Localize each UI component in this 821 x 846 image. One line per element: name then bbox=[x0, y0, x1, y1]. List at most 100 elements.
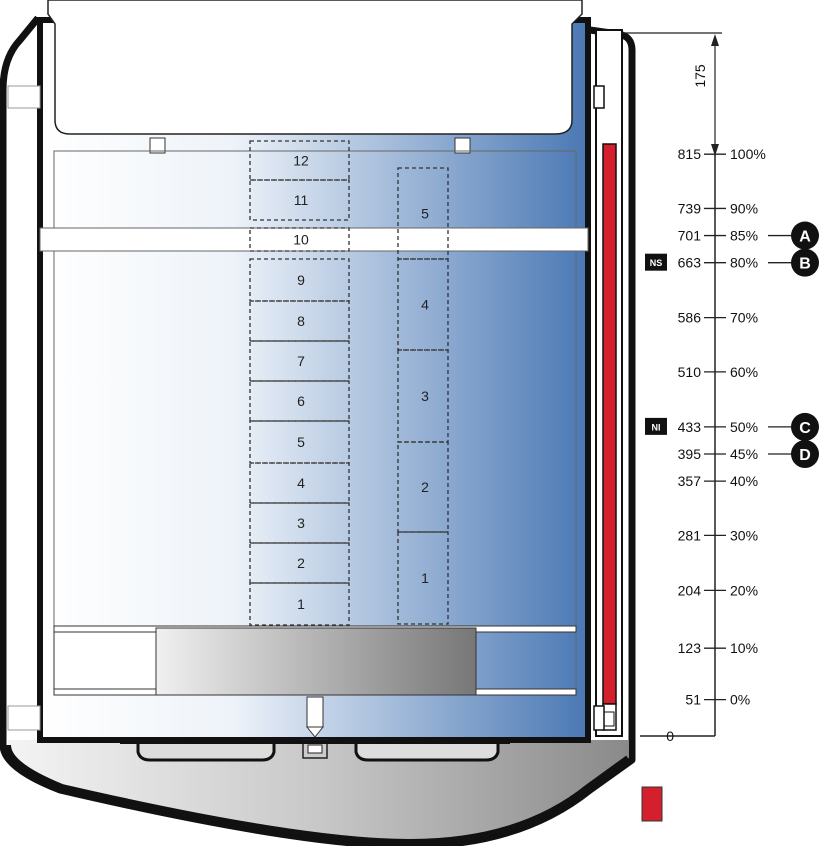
scale-tick-586: 586 70% bbox=[678, 310, 758, 326]
legend-swatch bbox=[641, 786, 663, 822]
top-panel bbox=[47, 0, 583, 135]
right-slot-2: 2 bbox=[397, 441, 449, 533]
tick-mm-label: 663 bbox=[678, 255, 702, 271]
level-markers: AB CD bbox=[768, 221, 819, 469]
marker-letter: A bbox=[799, 229, 811, 246]
marker-letter: C bbox=[799, 420, 811, 437]
tick-pct-label: 80% bbox=[730, 255, 758, 271]
right-slot-label: 1 bbox=[421, 570, 429, 586]
tick-mm-label: 395 bbox=[678, 446, 702, 462]
right-slot-5: 5 bbox=[397, 167, 449, 260]
tick-pct-label: 45% bbox=[730, 446, 758, 462]
tick-pct-label: 10% bbox=[730, 640, 758, 656]
left-slot-11: 11 bbox=[249, 179, 350, 221]
tick-mm-label: 739 bbox=[678, 200, 702, 216]
tag-text: NS bbox=[650, 258, 663, 268]
white-band bbox=[39, 227, 589, 252]
tick-pct-label: 20% bbox=[730, 582, 758, 598]
tick-mm-label: 510 bbox=[678, 364, 702, 380]
right-slot-column: 1 2 3 4 5 bbox=[397, 167, 449, 625]
marker-C: C bbox=[768, 412, 819, 441]
left-slot-3: 3 bbox=[249, 502, 350, 544]
tick-mm-label: 433 bbox=[678, 419, 702, 435]
right-slot-label: 4 bbox=[421, 297, 429, 313]
left-slot-label: 12 bbox=[293, 153, 309, 169]
tick-pct-label: 85% bbox=[730, 228, 758, 244]
right-slot-3: 3 bbox=[397, 349, 449, 443]
tick-mm-label: 123 bbox=[678, 640, 702, 656]
left-slot-label: 9 bbox=[297, 272, 305, 288]
tick-pct-label: 30% bbox=[730, 527, 758, 543]
marker-B: B bbox=[768, 248, 819, 277]
dimension-arrowhead-down bbox=[711, 144, 719, 156]
left-slot-10: 10 bbox=[249, 227, 350, 252]
scale-tick-281: 281 30% bbox=[678, 527, 758, 543]
left-slot-label: 10 bbox=[293, 232, 309, 248]
scale-tick-357: 357 40% bbox=[678, 473, 758, 489]
scale-tick-51: 51 0% bbox=[685, 692, 750, 708]
scale-tick-123: 123 10% bbox=[678, 640, 758, 656]
left-slot-label: 11 bbox=[294, 192, 309, 208]
scale-tick-433: 433 50% bbox=[678, 419, 758, 435]
right-slot-4: 4 bbox=[397, 258, 449, 351]
left-slot-12: 12 bbox=[249, 140, 350, 181]
gauge-liquid bbox=[602, 143, 617, 705]
tick-pct-label: 0% bbox=[730, 692, 750, 708]
right-foot bbox=[354, 740, 500, 762]
left-slot-label: 7 bbox=[297, 353, 305, 369]
tick-mm-label: 815 bbox=[678, 146, 702, 162]
scale-tick-663: 663 80% bbox=[678, 255, 758, 271]
tank-interior bbox=[37, 17, 591, 743]
tag-ni: NI bbox=[645, 417, 667, 435]
drain-valve bbox=[306, 696, 324, 728]
left-slot-1: 1 bbox=[249, 582, 350, 626]
left-slot-7: 7 bbox=[249, 340, 350, 382]
left-foot bbox=[136, 740, 276, 762]
level-tags: NS NI bbox=[645, 253, 667, 435]
marker-letter: B bbox=[799, 256, 811, 273]
tick-mm-label: 586 bbox=[678, 310, 702, 326]
tick-mm-label: 281 bbox=[678, 527, 702, 543]
zero-label: 0 bbox=[666, 728, 674, 744]
dimension-label: 175 bbox=[692, 64, 708, 88]
scale-tick-739: 739 90% bbox=[678, 200, 758, 216]
right-slot-label: 2 bbox=[421, 479, 429, 495]
tick-pct-label: 70% bbox=[730, 310, 758, 326]
outer-shell bbox=[0, 15, 636, 846]
tick-pct-label: 40% bbox=[730, 473, 758, 489]
left-slot-5: 5 bbox=[249, 420, 350, 464]
tag-ns: NS bbox=[645, 253, 667, 271]
left-slot-label: 1 bbox=[297, 596, 305, 612]
left-clip bbox=[149, 137, 166, 154]
scale-tick-701: 701 85% bbox=[678, 228, 758, 244]
left-slot-6: 6 bbox=[249, 380, 350, 422]
marker-A: A bbox=[768, 221, 819, 250]
left-slot-label: 4 bbox=[297, 475, 305, 491]
tag-text: NI bbox=[652, 422, 661, 432]
marker-D: D bbox=[768, 440, 819, 469]
scale-ticks: 815 100% 739 90% 701 85% 663 80% 586 70% 510 60% 433… bbox=[678, 146, 766, 707]
tick-pct-label: 90% bbox=[730, 200, 758, 216]
scale-tick-204: 204 20% bbox=[678, 582, 758, 598]
left-slot-label: 6 bbox=[297, 393, 305, 409]
tick-mm-label: 51 bbox=[685, 692, 701, 708]
dimension-arrowhead-up bbox=[711, 34, 719, 46]
tick-pct-label: 60% bbox=[730, 364, 758, 380]
tick-mm-label: 357 bbox=[678, 473, 702, 489]
tick-mm-label: 204 bbox=[678, 582, 702, 598]
scale-tick-510: 510 60% bbox=[678, 364, 758, 380]
left-slot-2: 2 bbox=[249, 542, 350, 584]
tick-pct-label: 50% bbox=[730, 419, 758, 435]
tick-mm-label: 701 bbox=[678, 228, 702, 244]
left-slot-label: 8 bbox=[297, 313, 305, 329]
bottom-pan bbox=[8, 740, 628, 842]
left-slot-9: 9 bbox=[249, 258, 350, 302]
right-slot-label: 3 bbox=[421, 388, 429, 404]
left-slot-label: 2 bbox=[297, 555, 305, 571]
right-slot-label: 5 bbox=[421, 206, 429, 222]
scale-tick-395: 395 45% bbox=[678, 446, 758, 462]
tick-pct-label: 100% bbox=[730, 146, 766, 162]
drawer-plate bbox=[155, 627, 477, 696]
